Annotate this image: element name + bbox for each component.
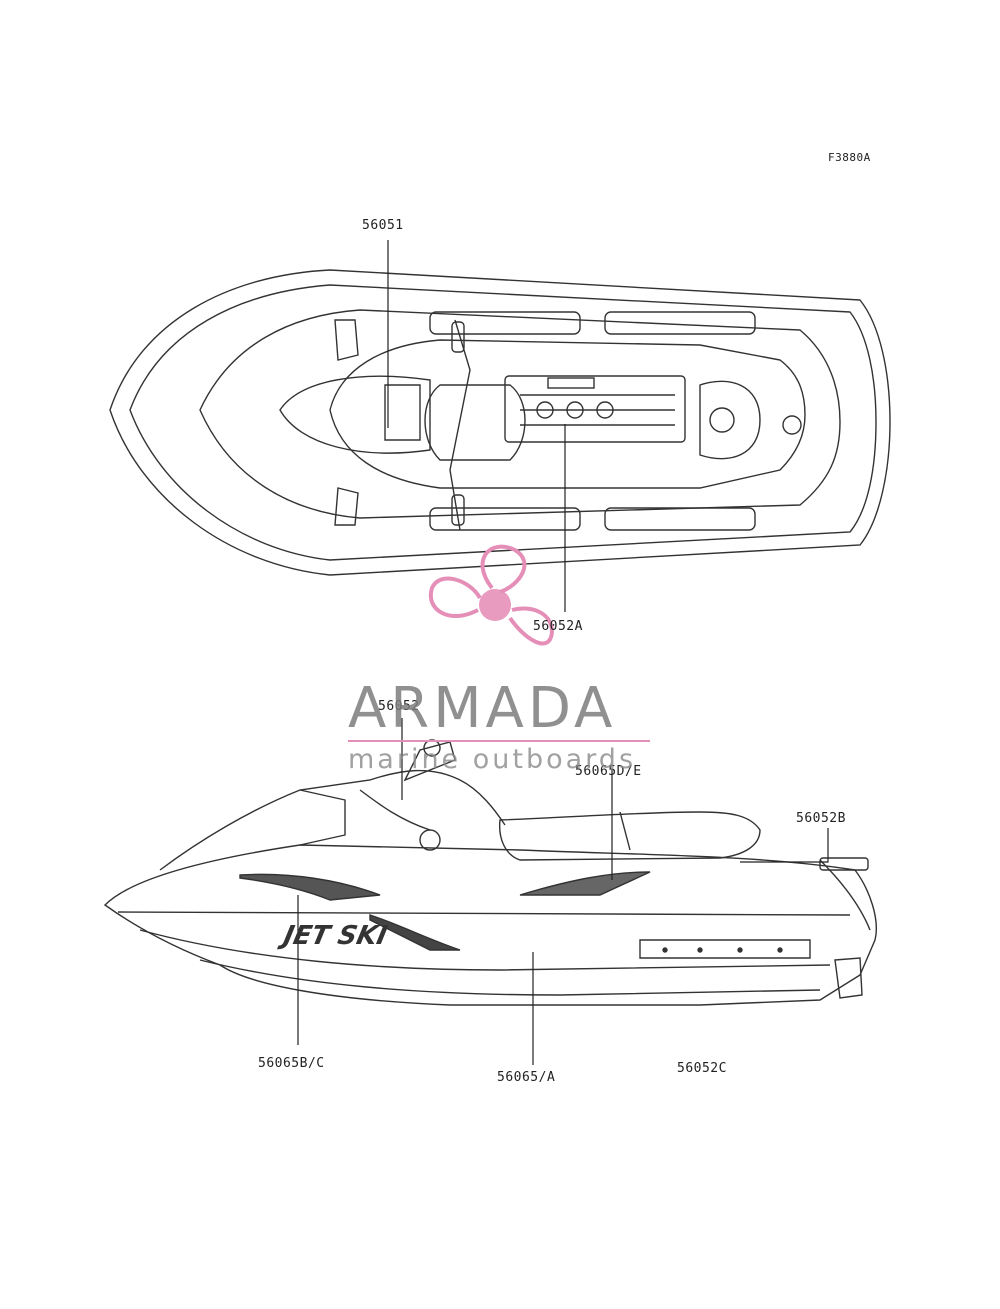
callout-56065-A: 56065/A — [497, 1070, 556, 1085]
watermark-tagline: marine outboards — [348, 744, 637, 775]
callout-56051: 56051 — [362, 218, 404, 233]
leader-lines — [297, 240, 829, 1065]
callout-56052C: 56052C — [677, 1061, 727, 1076]
top-view-watercraft — [109, 269, 891, 576]
callout-56065D-E: 56065D/E — [575, 764, 642, 779]
watermark-brand-name: ARMADA — [348, 676, 617, 741]
side-view-watercraft — [103, 739, 877, 1006]
figure-code-label: F3880A — [828, 151, 871, 164]
callout-56052: 56052 — [378, 699, 420, 714]
callout-56052A: 56052A — [533, 619, 583, 634]
watermark-propeller-icon — [428, 544, 555, 646]
callout-56052B: 56052B — [796, 811, 846, 826]
hull-logo-decal: JET SKI — [276, 921, 390, 951]
callout-56065B-C: 56065B/C — [258, 1056, 325, 1071]
